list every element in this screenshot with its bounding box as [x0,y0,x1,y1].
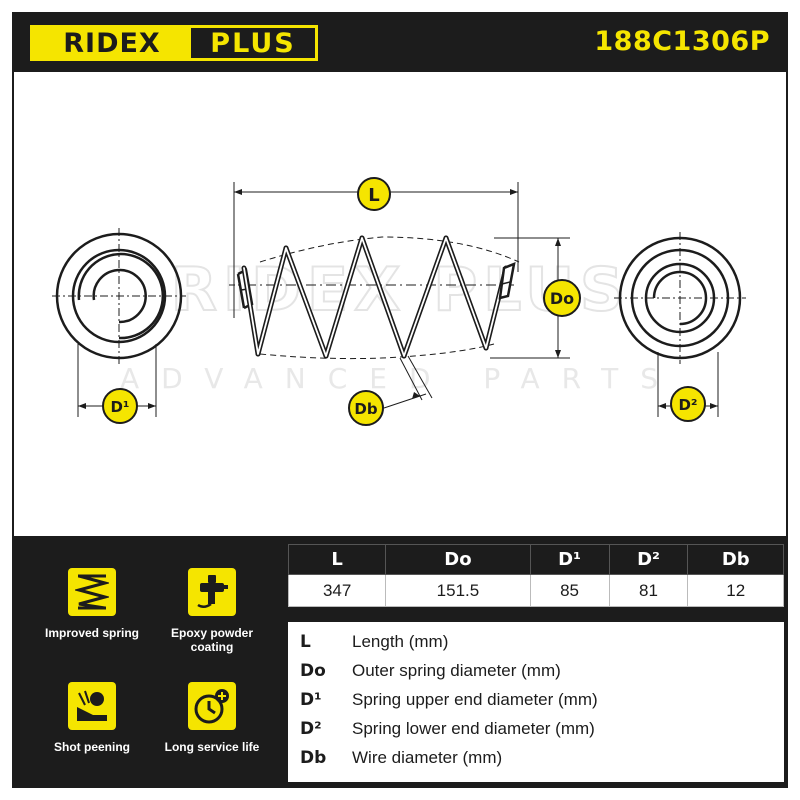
clock-plus-icon [188,682,236,730]
feature-list: Improved spring Epoxy powder coating Sho… [32,558,282,778]
legend-item: Db Wire diameter (mm) [288,743,784,772]
spec-table: L Do D¹ D² Db 347 151.5 85 81 12 [287,544,784,607]
spec-value-wire-diameter: 12 [687,574,784,607]
legend-desc: Wire diameter (mm) [352,747,503,767]
part-number: 188C1306P [594,26,770,57]
feature-epoxy-coating: Epoxy powder coating [152,568,272,654]
legend-key: Do [300,660,326,681]
label-upper-end-diameter: D¹ [102,388,138,424]
spring-diagram: RIDEX PLUS ADVANCED PARTS [14,72,786,536]
spec-header-upper-end: D¹ [529,544,610,575]
svg-text:D²: D² [678,396,697,414]
shot-peening-icon [68,682,116,730]
legend-item: D¹ Spring upper end diameter (mm) [288,685,784,714]
feature-improved-spring: Improved spring [32,568,152,640]
legend-desc: Length (mm) [352,631,449,651]
legend-item: Do Outer spring diameter (mm) [288,656,784,685]
feature-label: Long service life [164,740,260,754]
spec-value-outer-diameter: 151.5 [385,574,531,607]
legend-item: D² Spring lower end diameter (mm) [288,714,784,743]
spring-diagram-svg: RIDEX PLUS ADVANCED PARTS [52,177,746,426]
spec-header-wire-diameter: Db [687,544,784,575]
legend-desc: Outer spring diameter (mm) [352,660,561,680]
svg-text:L: L [368,185,379,206]
label-outer-diameter: Do [543,279,581,317]
legend-key: L [300,631,311,652]
legend-desc: Spring upper end diameter (mm) [352,689,598,709]
spec-value-upper-end: 85 [529,574,610,607]
header-bar: RIDEX PLUS 188C1306P [12,12,788,72]
spec-value-row: 347 151.5 85 81 12 [287,574,784,607]
svg-text:Db: Db [354,400,377,418]
label-wire-diameter: Db [348,390,384,426]
legend-desc: Spring lower end diameter (mm) [352,718,595,738]
brand-logo-left: RIDEX [33,28,191,59]
spec-header-lower-end: D² [608,544,689,575]
brand-logo-right: PLUS [210,27,296,59]
legend-item: L Length (mm) [288,627,784,656]
upper-end-view [52,228,186,417]
legend-key: D² [300,718,322,739]
label-length: L [357,177,391,211]
spec-header-length: L [287,544,387,575]
watermark-tagline: ADVANCED PARTS [120,362,680,395]
feature-label: Shot peening [54,740,130,754]
spec-legend: L Length (mm) Do Outer spring diameter (… [288,622,784,782]
info-panel: Improved spring Epoxy powder coating Sho… [12,538,788,788]
feature-shot-peening: Shot peening [32,682,152,754]
label-lower-end-diameter: D² [670,386,706,422]
feature-long-service-life: Long service life [152,682,272,754]
spring-icon [68,568,116,616]
brand-logo: RIDEX PLUS [30,25,318,61]
spray-gun-icon [188,568,236,616]
spec-value-length: 347 [287,574,387,607]
spec-header-row: L Do D¹ D² Db [287,544,784,575]
svg-text:Do: Do [550,289,574,308]
legend-key: D¹ [300,689,322,710]
spring-side-view [229,182,570,409]
spec-value-lower-end: 81 [608,574,689,607]
svg-text:D¹: D¹ [110,398,129,416]
feature-label: Epoxy powder coating [170,626,253,654]
legend-key: Db [300,747,327,768]
feature-label: Improved spring [44,626,139,640]
spec-header-outer-diameter: Do [385,544,531,575]
